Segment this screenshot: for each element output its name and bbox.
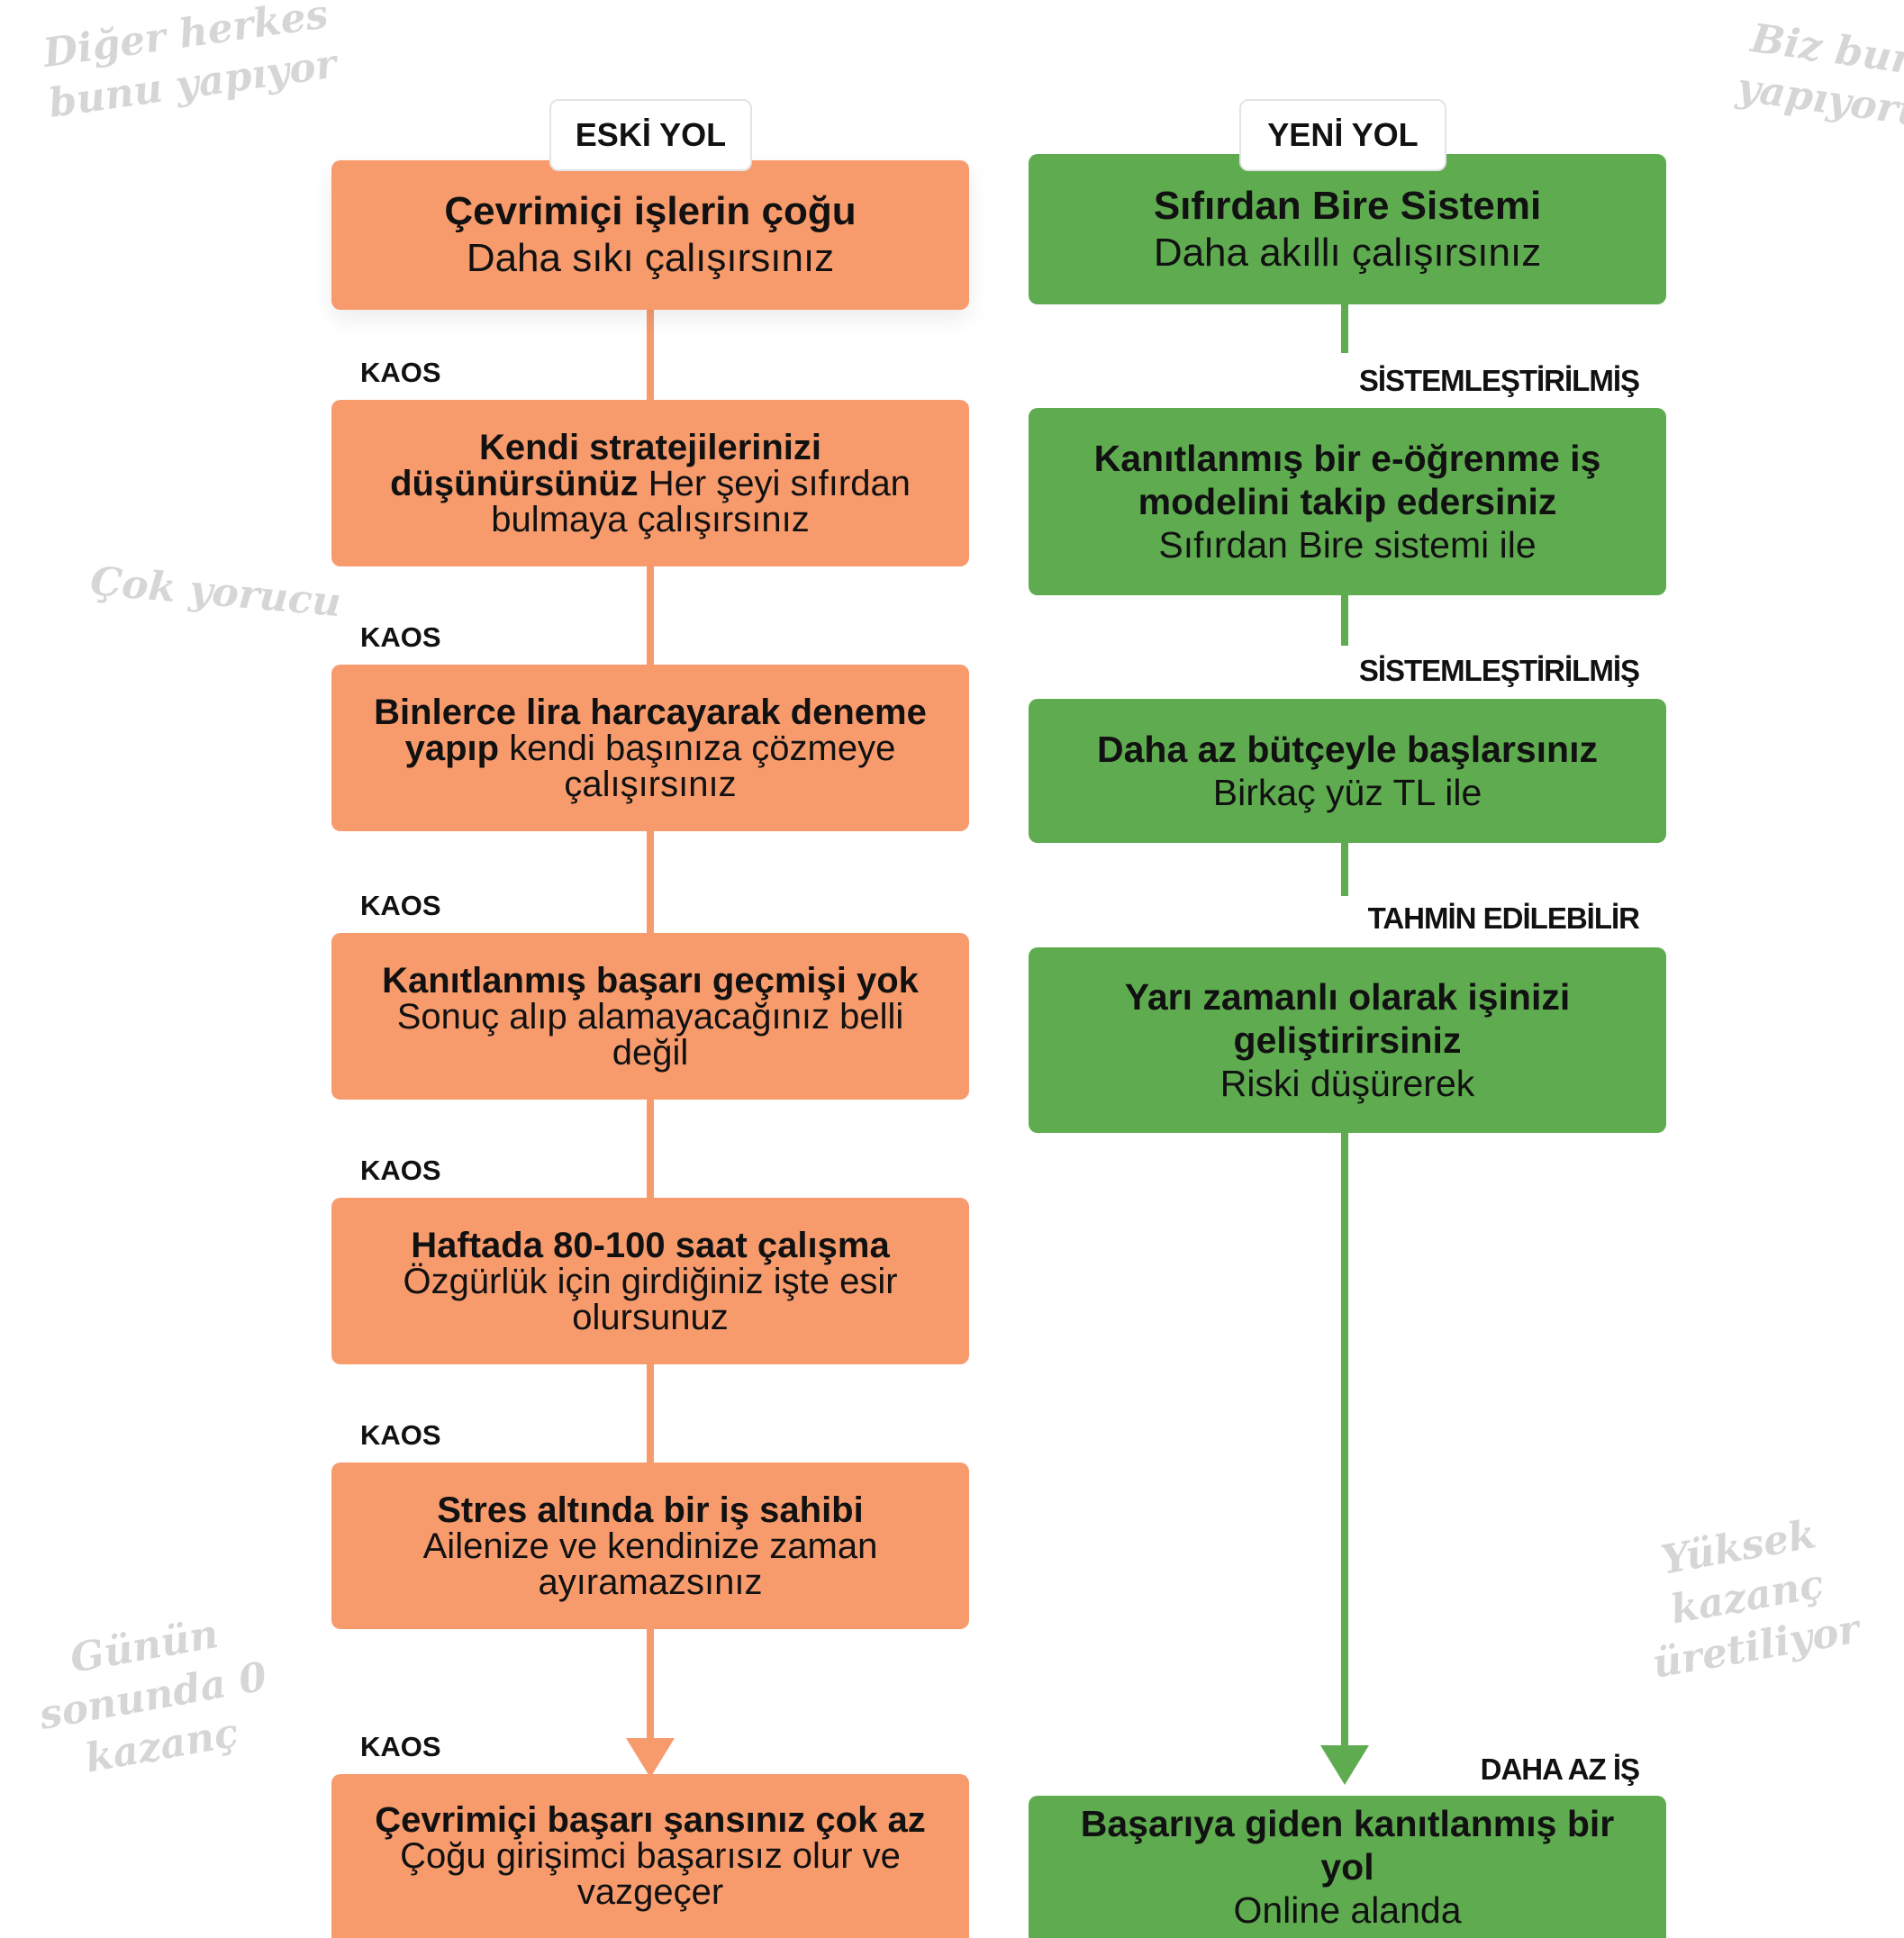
old-step-7-subtitle: Çoğu girişimci başarısız olur ve vazgeçe… — [400, 1836, 901, 1912]
arrowhead-old — [626, 1738, 675, 1778]
new-step-4-subtitle: Riski düşürerek — [1219, 1063, 1475, 1104]
new-step-3-subtitle: Birkaç yüz TL ile — [1212, 772, 1482, 813]
arrowhead-new — [1320, 1745, 1369, 1785]
old-step-4-subtitle: Sonuç alıp alamayacağınız belli değil — [396, 996, 904, 1073]
new-step-4-title: Yarı zamanlı olarak işinizi geliştirirsi… — [1124, 976, 1571, 1061]
connector-new-2 — [1341, 590, 1348, 646]
old-way-tag: ESKİ YOL — [549, 99, 752, 171]
new-step-3-title: Daha az bütçeyle başlarsınız — [1096, 729, 1598, 770]
annotation-bottom-right: Yüksek kazanç üretiliyor — [1649, 1511, 1863, 1688]
connector-new-4 — [1341, 1130, 1348, 1761]
old-step-3-subtitle: kendi başınıza çözmeye çalışırsınız — [509, 728, 896, 804]
old-step-7-title: Çevrimiçi başarı şansınız çok az — [375, 1800, 926, 1840]
new-label-1: SİSTEMLEŞTİRİLMİŞ — [1346, 360, 1640, 402]
new-step-5-subtitle: Online alanda — [1233, 1889, 1462, 1931]
old-label-4: KAOS — [360, 1155, 441, 1186]
old-label-5: KAOS — [360, 1419, 441, 1451]
new-step-1-title: Sıfırdan Bire Sistemi — [1153, 183, 1542, 228]
new-step-2-title: Kanıtlanmış bir e-öğrenme iş modelini ta… — [1093, 438, 1601, 522]
old-step-6-title: Stres altında bir iş sahibi — [437, 1490, 864, 1530]
new-step-1-subtitle: Daha akıllı çalışırsınız — [1153, 230, 1542, 275]
new-label-4: DAHA AZ İŞ — [1467, 1749, 1640, 1790]
old-step-5-title: Haftada 80-100 saat çalışma — [411, 1225, 890, 1265]
new-label-3: TAHMİN EDİLEBİLİR — [1355, 898, 1640, 939]
new-step-4: Yarı zamanlı olarak işinizi geliştirirsi… — [1029, 947, 1666, 1133]
connector-new-1 — [1341, 297, 1348, 353]
new-way-tag: YENİ YOL — [1239, 99, 1446, 171]
old-step-4-title: Kanıtlanmış başarı geçmişi yok — [382, 960, 919, 1001]
new-step-5-title: Başarıya giden kanıtlanmış bir yol — [1080, 1803, 1615, 1888]
old-label-2: KAOS — [360, 621, 441, 653]
new-label-2: SİSTEMLEŞTİRİLMİŞ — [1346, 650, 1640, 692]
old-step-1: Çevrimiçi işlerin çoğu Daha sıkı çalışır… — [331, 160, 969, 310]
old-label-1: KAOS — [360, 357, 441, 388]
old-label-3: KAOS — [360, 890, 441, 921]
old-step-1-title: Çevrimiçi işlerin çoğu — [444, 189, 857, 233]
old-step-6-subtitle: Ailenize ve kendinize zaman ayıramazsını… — [422, 1526, 878, 1602]
new-step-5: Başarıya giden kanıtlanmış bir yol Onlin… — [1029, 1796, 1666, 1938]
old-step-5-subtitle: Özgürlük için girdiğiniz işte esir olurs… — [403, 1261, 898, 1337]
old-step-2-title: Kendi stratejilerinizi düşünürsünüz — [390, 427, 822, 503]
old-step-2: Kendi stratejilerinizi düşünürsünüz Her … — [331, 400, 969, 566]
old-step-5: Haftada 80-100 saat çalışma Özgürlük içi… — [331, 1198, 969, 1364]
old-label-6: KAOS — [360, 1731, 441, 1762]
old-step-7: Çevrimiçi başarı şansınız çok az Çoğu gi… — [331, 1774, 969, 1938]
old-step-3: Binlerce lira harcayarak deneme yapıp ke… — [331, 665, 969, 831]
old-step-3-title: Binlerce lira harcayarak deneme yapıp — [374, 692, 927, 768]
connector-new-3 — [1341, 838, 1348, 896]
annotation-mid-left: Çok yorucu — [88, 557, 343, 627]
annotation-top-right: Biz bunu yapıyoruz — [1734, 15, 1904, 140]
old-step-2-subtitle: Her şeyi sıfırdan bulmaya çalışırsınız — [491, 463, 911, 539]
annotation-bottom-left: Günün sonunda 0 kazanç — [35, 1610, 271, 1782]
new-step-3: Daha az bütçeyle başlarsınız Birkaç yüz … — [1029, 699, 1666, 843]
new-step-1: Sıfırdan Bire Sistemi Daha akıllı çalışı… — [1029, 154, 1666, 304]
new-step-2-subtitle: Sıfırdan Bire sistemi ile — [1158, 524, 1537, 566]
old-step-4: Kanıtlanmış başarı geçmişi yok Sonuç alı… — [331, 933, 969, 1100]
annotation-top-left: Diğer herkes bunu yapıyor — [40, 0, 340, 127]
old-step-6: Stres altında bir iş sahibi Ailenize ve … — [331, 1463, 969, 1629]
old-step-1-subtitle: Daha sıkı çalışırsınız — [466, 236, 835, 280]
new-step-2: Kanıtlanmış bir e-öğrenme iş modelini ta… — [1029, 408, 1666, 595]
